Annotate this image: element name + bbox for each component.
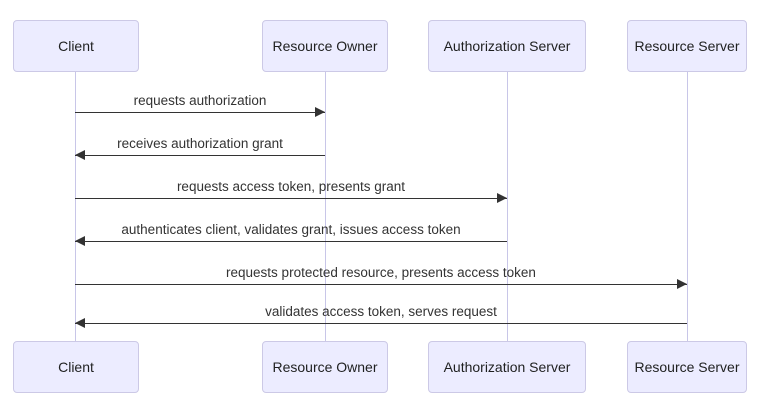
actor-bottom-authorization-server: Authorization Server xyxy=(428,341,586,393)
actor-label-client: Client xyxy=(58,38,94,54)
actor-top-resource-server: Resource Server xyxy=(627,20,747,72)
actor-top-client: Client xyxy=(13,20,139,72)
message-receives-authorization-grant: receives authorization grant xyxy=(75,134,325,160)
actor-label-authorization-server: Authorization Server xyxy=(443,359,571,375)
message-line xyxy=(75,283,687,285)
actor-label-authorization-server: Authorization Server xyxy=(443,38,571,54)
message-line xyxy=(75,240,507,242)
actor-label-resource-owner: Resource Owner xyxy=(272,38,378,54)
message-requests-protected-resource: requests protected resource, presents ac… xyxy=(75,263,687,289)
arrowhead-right-icon xyxy=(677,279,687,289)
message-label: requests authorization xyxy=(133,93,267,108)
lifeline-resource-server xyxy=(687,72,688,341)
lifeline-authorization-server xyxy=(507,72,508,341)
message-requests-authorization: requests authorization xyxy=(75,91,325,117)
actor-top-resource-owner: Resource Owner xyxy=(262,20,388,72)
message-label: receives authorization grant xyxy=(117,136,283,151)
arrowhead-right-icon xyxy=(497,193,507,203)
message-requests-access-token: requests access token, presents grant xyxy=(75,177,507,203)
actor-bottom-client: Client xyxy=(13,341,139,393)
arrowhead-right-icon xyxy=(315,107,325,117)
message-label: validates access token, serves request xyxy=(265,304,497,319)
message-label: authenticates client, validates grant, i… xyxy=(121,222,461,237)
lifeline-resource-owner xyxy=(325,72,326,341)
actor-label-resource-server: Resource Server xyxy=(634,359,740,375)
message-authenticates-client: authenticates client, validates grant, i… xyxy=(75,220,507,246)
arrowhead-left-icon xyxy=(75,150,85,160)
lifeline-client xyxy=(75,72,76,341)
message-line xyxy=(75,197,507,199)
message-line xyxy=(75,154,325,156)
message-line xyxy=(75,111,325,113)
actor-label-client: Client xyxy=(58,359,94,375)
actor-top-authorization-server: Authorization Server xyxy=(428,20,586,72)
message-label: requests protected resource, presents ac… xyxy=(226,265,536,280)
actor-label-resource-server: Resource Server xyxy=(634,38,740,54)
actor-bottom-resource-server: Resource Server xyxy=(627,341,747,393)
actor-label-resource-owner: Resource Owner xyxy=(272,359,378,375)
actor-bottom-resource-owner: Resource Owner xyxy=(262,341,388,393)
arrowhead-left-icon xyxy=(75,236,85,246)
arrowhead-left-icon xyxy=(75,318,85,328)
message-line xyxy=(75,322,687,324)
message-label: requests access token, presents grant xyxy=(176,179,406,194)
message-validates-access-token: validates access token, serves request xyxy=(75,302,687,328)
